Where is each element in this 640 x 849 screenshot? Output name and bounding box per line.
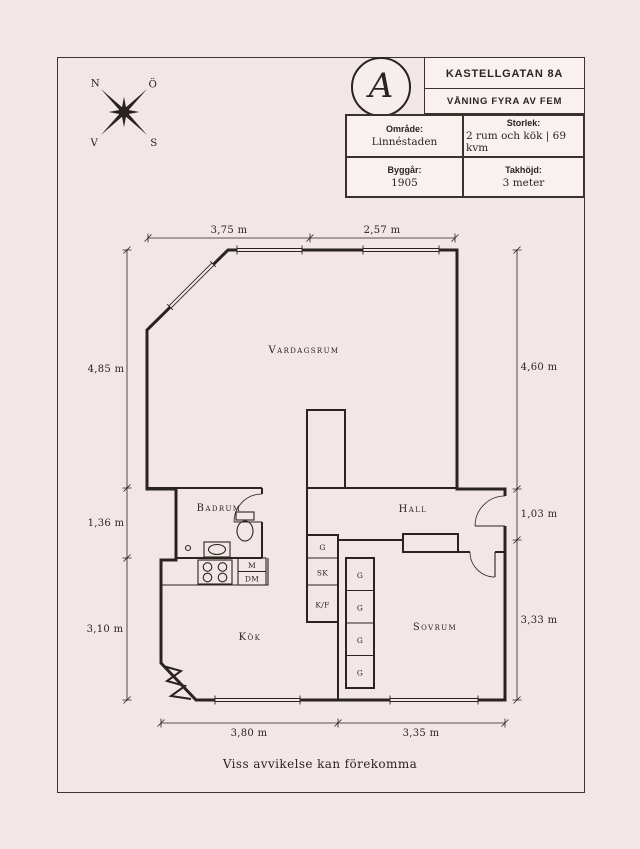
closet-label-g1: G	[357, 571, 363, 580]
logo-monogram: A	[368, 66, 394, 106]
address-box: KASTELLGATAN 8A	[424, 57, 585, 90]
info-cell-size: Storlek: 2 rum och kök | 69 kvm	[463, 115, 584, 157]
closet-label-sk: SK	[317, 569, 328, 578]
address-text: KASTELLGATAN 8A	[445, 67, 564, 80]
appliance-label-m: M	[248, 561, 256, 570]
ceiling-value: 3 meter	[502, 177, 545, 189]
compass-label-south: S	[150, 137, 157, 149]
entrance-door-swing-icon	[474, 495, 509, 527]
window-marker	[214, 695, 301, 705]
ceiling-label: Takhöjd:	[505, 165, 542, 175]
appliance-boxes	[237, 557, 267, 586]
window-marker	[389, 695, 479, 705]
compass-label-east: Ö	[149, 76, 157, 90]
dim-right-middle: 1,03 m	[521, 509, 558, 520]
stove-icon	[197, 559, 233, 585]
frame-border	[57, 57, 585, 793]
logo-badge: A	[351, 57, 411, 117]
size-value: 2 rum och kök | 69 kvm	[466, 130, 567, 154]
info-cell-area: Område: Linnéstaden	[346, 115, 463, 157]
closet-label-g2: G	[357, 604, 363, 613]
area-value: Linnéstaden	[371, 136, 438, 148]
dim-left-upper: 4,85 m	[88, 364, 125, 375]
bedroom-door-swing-icon	[469, 551, 496, 578]
info-table: Område: Linnéstaden Storlek: 2 rum och k…	[345, 114, 585, 198]
compass-star-icon	[100, 88, 148, 136]
closet-label-g4: G	[357, 669, 363, 678]
zigzag-icon	[162, 665, 192, 700]
kitchen-counter	[161, 557, 269, 586]
closet-label-g3: G	[357, 636, 363, 645]
area-label: Område:	[385, 124, 423, 134]
room-label-bathroom: Badrum	[197, 503, 242, 514]
compass-label-north: N	[91, 77, 100, 89]
footer-disclaimer: Viss avvikelse kan förekomma	[222, 757, 418, 771]
closet-label-g-hall: G	[319, 543, 325, 552]
compass-label-west: V	[90, 137, 99, 149]
interior-walls	[147, 409, 505, 700]
floorplan-drawing: 3,75 m 2,57 m 4,85 m 1,36 m 3,10 m 4,60 …	[87, 225, 558, 739]
dim-left-lower: 3,10 m	[87, 624, 124, 635]
room-label-bedroom: Sovrum	[413, 622, 457, 633]
dim-bottom-right: 3,35 m	[403, 728, 440, 739]
dim-bottom-left: 3,80 m	[231, 728, 268, 739]
dim-left-middle: 1,36 m	[88, 518, 125, 529]
bathroom-door-swing-icon	[233, 493, 266, 523]
dim-right-lower: 3,33 m	[521, 615, 558, 626]
dim-right-upper: 4,60 m	[521, 362, 558, 373]
sink-icon	[203, 541, 231, 558]
bedroom-wardrobes	[345, 557, 375, 689]
dimension-lines	[122, 233, 522, 728]
compass: N Ö S V	[90, 76, 158, 149]
closet-label-kf: K/F	[315, 601, 329, 610]
floor-box: VÅNING FYRA AV FEM	[424, 88, 585, 114]
size-label: Storlek:	[506, 118, 541, 128]
room-label-kitchen: Kök	[239, 632, 262, 643]
year-label: Byggår:	[387, 165, 422, 175]
info-cell-ceiling: Takhöjd: 3 meter	[463, 157, 584, 197]
dim-top-right: 2,57 m	[364, 225, 401, 236]
floor-text: VÅNING FYRA AV FEM	[446, 95, 563, 107]
year-value: 1905	[391, 177, 418, 189]
floor-drain-icon	[184, 544, 192, 552]
window-marker	[362, 245, 440, 255]
toilet-icon	[235, 511, 255, 542]
appliance-label-dm: DM	[245, 575, 259, 584]
room-label-living: Vardagsrum	[268, 345, 340, 356]
info-cell-year: Byggår: 1905	[346, 157, 463, 197]
dim-top-left: 3,75 m	[211, 225, 248, 236]
room-label-hall: Hall	[399, 504, 428, 515]
window-marker	[236, 245, 303, 255]
window-marker	[166, 260, 217, 311]
